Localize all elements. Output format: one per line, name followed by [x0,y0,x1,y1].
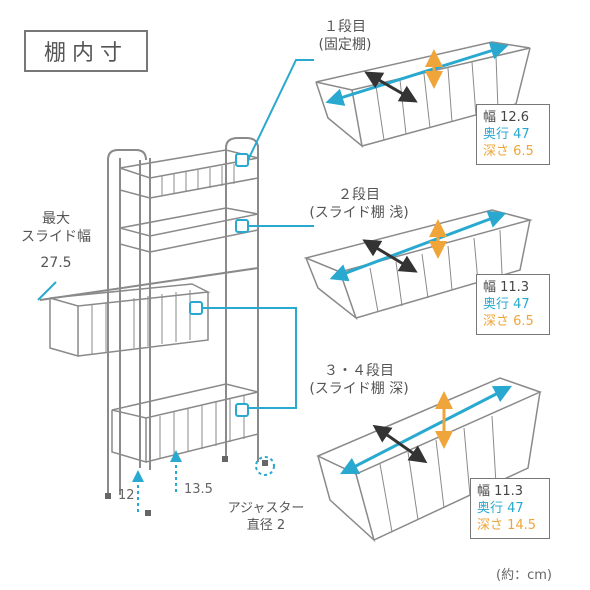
tier-1-spec-box: 幅 12.6 奥行 47 深さ 6.5 [476,104,550,165]
tier-3-depth: 奥行 47 [477,501,524,516]
tier-1-height: 深さ 6.5 [483,144,534,159]
max-slide-line1: 最大 [42,211,70,227]
tier-1-width: 幅 12.6 [483,110,530,125]
max-slide-value: 27.5 [40,255,72,271]
adjuster-line2: 直径 2 [246,518,286,533]
max-slide-line2: スライド幅 [21,229,91,245]
tier-1-name: １段目 [324,19,366,35]
tier-2-spec-box: 幅 11.3 奥行 47 深さ 6.5 [476,274,550,335]
tier-3-width: 幅 11.3 [477,484,524,499]
tier-3-height: 深さ 14.5 [477,518,537,533]
adjuster-label: アジャスター 直径 2 [226,500,306,534]
tier-2-sub: (スライド棚 浅) [309,205,409,221]
adjuster-line1: アジャスター [227,501,305,516]
leg-gap-12: 12 [118,488,135,503]
tier-2-depth: 奥行 47 [483,297,530,312]
tier-2-name: ２段目 [338,187,380,203]
leg-gap-13-5: 13.5 [184,482,213,497]
tier-1-sub: (固定棚) [318,37,372,53]
unit-note: (約：cm) [496,568,552,583]
tier-2-height: 深さ 6.5 [483,314,534,329]
tier-1-depth: 奥行 47 [483,127,530,142]
max-slide-label: 最大 スライド幅 27.5 [14,210,98,272]
tier-1-label: １段目 (固定棚) [300,18,390,54]
page-title: 棚内寸 [24,30,148,72]
tier-2-label: ２段目 (スライド棚 浅) [292,186,426,222]
tier-3-name: ３・４段目 [324,363,394,379]
tier-3-sub: (スライド棚 深) [309,381,409,397]
tier-2-width: 幅 11.3 [483,280,530,295]
rack-drawing [39,137,268,516]
tier-3-label: ３・４段目 (スライド棚 深) [292,362,426,398]
tier-3-spec-box: 幅 11.3 奥行 47 深さ 14.5 [470,478,550,539]
